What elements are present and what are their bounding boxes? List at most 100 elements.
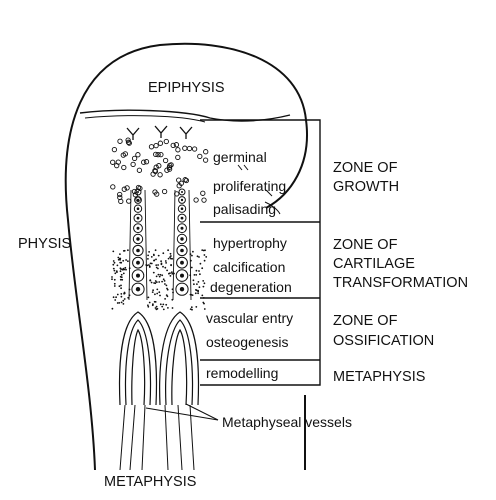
stipple-dot	[201, 267, 204, 270]
chondrocyte	[175, 282, 189, 296]
resting-cell	[163, 138, 169, 145]
zone-cartilage-line3: TRANSFORMATION	[333, 275, 468, 291]
chondrocyte-nucleus	[136, 248, 140, 253]
stipple-dot	[165, 284, 168, 287]
stipple-dot	[120, 301, 123, 304]
stipple-dot	[154, 307, 157, 309]
resting-cell	[186, 145, 193, 152]
stipple-dot	[154, 249, 157, 252]
stipple-dot	[155, 305, 158, 308]
chondrocyte-nucleus	[180, 273, 184, 278]
stipple-dot	[116, 293, 119, 296]
resting-cell	[117, 138, 123, 144]
stipple-dot	[118, 285, 121, 288]
resting-cell	[200, 190, 206, 196]
vessel-loops	[118, 311, 200, 406]
stipple-dot	[173, 272, 175, 275]
zone-frame	[200, 119, 321, 386]
stipple-dot	[202, 280, 205, 282]
stipple-dot	[159, 303, 162, 306]
zone-growth-line1: ZONE OF	[333, 160, 398, 176]
resting-cell	[131, 155, 138, 162]
stipple-dot	[171, 288, 174, 291]
stipple-dot	[150, 281, 153, 284]
stage-remodelling: remodelling	[206, 365, 278, 381]
stipple-dot	[159, 273, 162, 276]
stipple-dot	[112, 250, 115, 253]
stipple-dot	[171, 298, 174, 301]
resting-cell	[135, 184, 142, 191]
stipple-dot	[201, 249, 204, 252]
stipple-dot	[194, 292, 197, 295]
stipple-dot	[120, 295, 123, 298]
stipple-dot	[150, 262, 153, 265]
resting-cell	[157, 140, 164, 146]
stipple-dot	[203, 308, 206, 310]
stipple-dot	[147, 305, 150, 308]
resting-cell	[152, 168, 158, 174]
stipple-dot	[120, 261, 123, 264]
stipple-dot	[157, 267, 159, 270]
resting-cell	[110, 159, 116, 165]
stipple-dot	[148, 251, 151, 253]
stipple-dot	[156, 292, 159, 295]
stipple-dot	[159, 294, 161, 297]
stipple-dot	[195, 269, 198, 272]
resting-cell	[183, 177, 190, 184]
stipple-dot	[151, 304, 154, 307]
scattered-cells	[110, 137, 209, 205]
chondrocyte	[176, 244, 188, 257]
resting-cell	[111, 146, 118, 153]
stipple-dot	[201, 294, 204, 297]
stage-palisading: palisading	[213, 201, 276, 217]
stipple-dot	[161, 305, 164, 308]
stipple-dot	[191, 254, 193, 257]
stipple-dot	[199, 273, 201, 276]
chondrocyte	[132, 233, 144, 245]
cell-column-wall	[172, 189, 192, 301]
stipple-dot	[120, 268, 122, 270]
resting-cell	[156, 163, 162, 169]
chondrocyte	[133, 223, 143, 234]
stage-hypertrophy: hypertrophy	[213, 235, 287, 251]
stipple-dot	[166, 287, 168, 290]
cell-column-wall	[128, 189, 148, 301]
stipple-dot	[157, 264, 160, 266]
stipple-dot	[122, 299, 125, 302]
label-metaphyseal-vessels: Metaphyseal vessels	[222, 414, 352, 430]
resting-cell	[175, 154, 181, 161]
resting-cell	[153, 164, 159, 170]
stage-proliferating: proliferating	[213, 178, 286, 194]
stipple-dot	[203, 259, 206, 262]
chondrocyte	[178, 196, 186, 204]
resting-cell	[193, 197, 199, 203]
stipple-dot	[165, 294, 168, 296]
stipple-dot	[192, 250, 194, 253]
stipple-dot	[196, 283, 198, 285]
stipple-dot	[149, 279, 152, 281]
stipple-dot	[171, 307, 174, 309]
stipple-dot	[190, 266, 193, 269]
resting-cell	[166, 166, 173, 172]
resting-cell	[117, 191, 123, 198]
chondrocyte	[132, 256, 144, 269]
stipple-dot	[122, 267, 125, 270]
chondrocyte-nucleus	[136, 237, 140, 241]
stipple-dot	[122, 250, 125, 252]
stipple-dot	[169, 272, 171, 274]
stipple-dot	[166, 269, 169, 272]
chondrocyte-nucleus	[180, 216, 184, 220]
stipple-dot	[119, 275, 122, 278]
stipple-dot	[160, 262, 163, 265]
stipple-dot	[116, 302, 119, 304]
stipple-dot	[115, 270, 118, 272]
stipple-dot	[120, 273, 123, 276]
stipple-dot	[148, 301, 151, 304]
stipple-dot	[153, 282, 156, 284]
stipple-dot	[190, 306, 193, 309]
stipple-dot	[162, 265, 164, 268]
vessel-stems	[119, 404, 195, 471]
resting-cell	[122, 151, 128, 157]
resting-cell	[162, 157, 169, 164]
